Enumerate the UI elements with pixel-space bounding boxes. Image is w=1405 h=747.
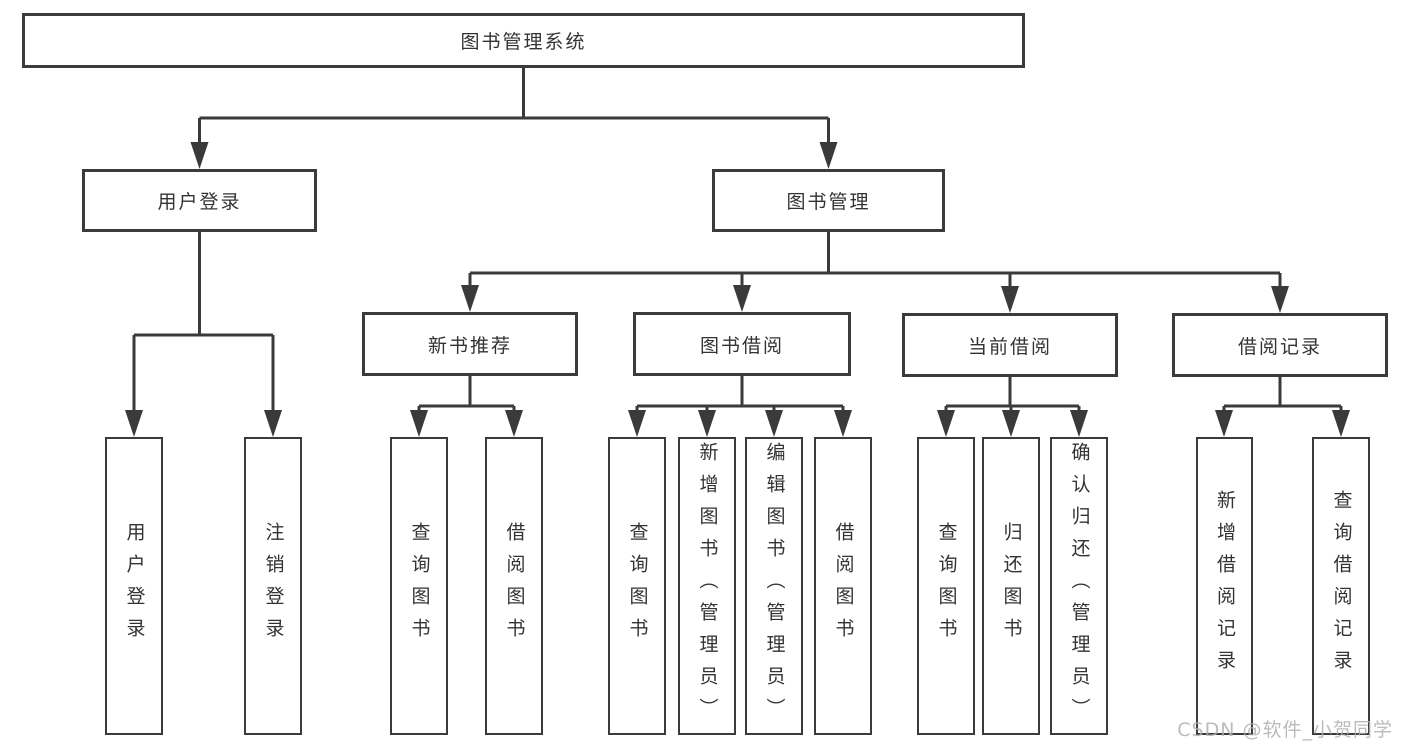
leaf-query-books-current: 查询图书 <box>917 437 975 735</box>
leaf-add-borrow-record: 新增借阅记录 <box>1196 437 1253 735</box>
leaf-borrow-books-recommend: 借阅图书 <box>485 437 543 735</box>
leaf-label: 新增图书（管理员） <box>696 442 719 730</box>
node-book-management: 图书管理 <box>712 169 945 232</box>
leaf-label: 注销登录 <box>262 522 285 650</box>
leaf-borrow-books: 借阅图书 <box>814 437 872 735</box>
leaf-user-login: 用户登录 <box>105 437 163 735</box>
leaf-label: 确认归还（管理员） <box>1068 442 1091 730</box>
connector-book-management-split <box>468 232 1282 288</box>
node-new-book-recommend: 新书推荐 <box>362 312 578 376</box>
leaf-label: 新增借阅记录 <box>1214 490 1236 682</box>
leaf-label: 查询图书 <box>935 522 958 650</box>
connector-new-book-split <box>417 376 516 413</box>
node-book-borrow: 图书借阅 <box>633 312 851 376</box>
connector-user-login-split <box>132 232 275 412</box>
leaf-query-books-recommend: 查询图书 <box>390 437 448 735</box>
arrowheads <box>125 142 1350 437</box>
leaf-query-books-borrow: 查询图书 <box>608 437 666 735</box>
leaf-edit-books-admin: 编辑图书（管理员） <box>745 437 803 735</box>
leaf-label: 归还图书 <box>1000 522 1023 650</box>
leaf-label: 查询借阅记录 <box>1330 490 1353 682</box>
leaf-confirm-return-admin: 确认归还（管理员） <box>1050 437 1108 735</box>
leaf-label: 借阅图书 <box>832 522 855 650</box>
node-user-login: 用户登录 <box>82 169 317 232</box>
connector-book-borrow-split <box>635 376 845 413</box>
leaf-query-borrow-record: 查询借阅记录 <box>1312 437 1370 735</box>
leaf-add-books-admin: 新增图书（管理员） <box>678 437 736 735</box>
watermark: CSDN @软件_小贺同学 <box>1177 719 1393 741</box>
leaf-label: 用户登录 <box>123 522 146 650</box>
node-current-borrow: 当前借阅 <box>902 313 1118 377</box>
node-borrow-records: 借阅记录 <box>1172 313 1388 377</box>
leaf-logout: 注销登录 <box>244 437 302 735</box>
node-library-management-system: 图书管理系统 <box>22 13 1025 68</box>
leaf-label: 借阅图书 <box>503 522 526 650</box>
connector-root <box>198 68 830 144</box>
connector-borrow-records-split <box>1222 377 1343 413</box>
leaf-label: 查询图书 <box>626 522 649 650</box>
leaf-label: 编辑图书（管理员） <box>763 442 786 730</box>
leaf-label: 查询图书 <box>408 522 431 650</box>
leaf-return-books: 归还图书 <box>982 437 1040 735</box>
connector-current-borrow-split <box>944 377 1081 413</box>
